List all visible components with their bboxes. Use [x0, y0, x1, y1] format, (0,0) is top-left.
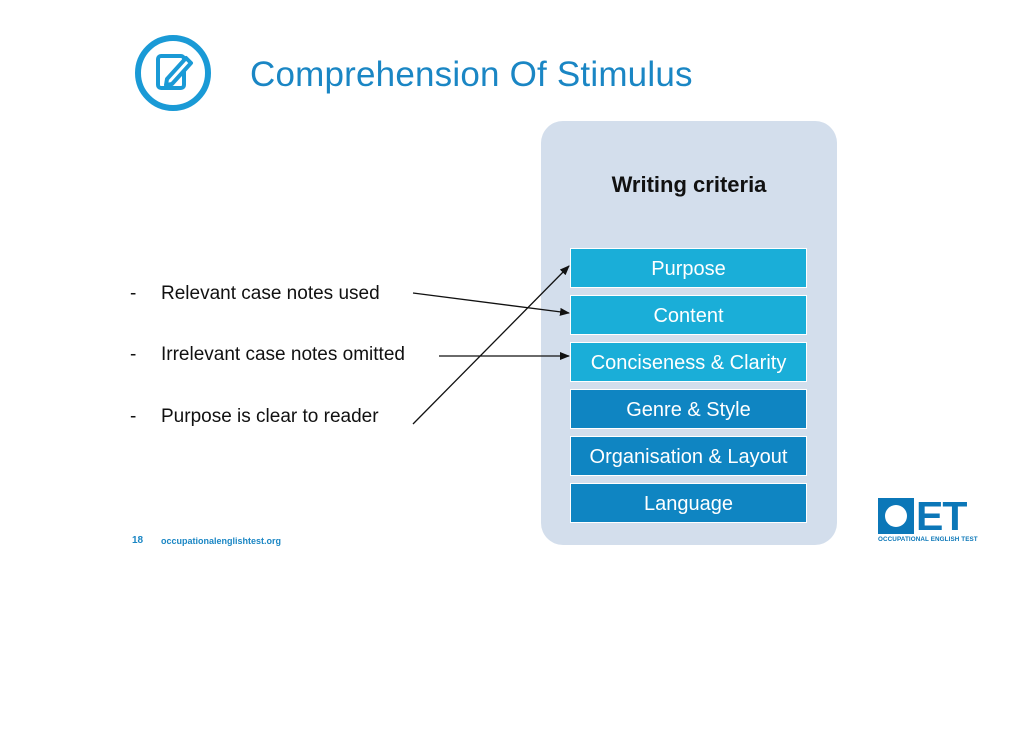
bullet-marker: - — [130, 406, 137, 427]
oet-logo: ET OCCUPATIONAL ENGLISH TEST — [878, 493, 978, 543]
criterion-conciseness-clarity: Conciseness & Clarity — [570, 342, 807, 382]
bullet-marker: - — [130, 344, 137, 365]
criteria-heading: Writing criteria — [611, 172, 767, 197]
criterion-purpose: Purpose — [570, 248, 807, 288]
criterion-genre-style: Genre & Style — [570, 389, 807, 429]
bullet-text: Purpose is clear to reader — [161, 406, 379, 427]
bullet-item: - Purpose is clear to reader — [130, 406, 379, 428]
oet-logo-mark: ET — [878, 493, 972, 539]
slide-title: Comprehension Of Stimulus — [250, 55, 693, 94]
footer-url: occupationalenglishtest.org — [161, 536, 282, 546]
edit-note-icon — [135, 35, 211, 111]
oet-logo-letters: ET — [916, 493, 967, 539]
criterion-content: Content — [570, 295, 807, 335]
criterion-organisation-layout: Organisation & Layout — [570, 436, 807, 476]
oet-logo-o-mark — [878, 498, 914, 534]
bullet-item: - Irrelevant case notes omitted — [130, 344, 405, 366]
bullet-marker: - — [130, 283, 137, 304]
oet-logo-subtitle: OCCUPATIONAL ENGLISH TEST — [878, 536, 978, 543]
bullet-text: Relevant case notes used — [161, 283, 380, 304]
bullet-item: - Relevant case notes used — [130, 283, 380, 305]
bullet-text: Irrelevant case notes omitted — [161, 344, 405, 365]
criterion-language: Language — [570, 483, 807, 523]
page-number: 18 — [132, 535, 144, 546]
